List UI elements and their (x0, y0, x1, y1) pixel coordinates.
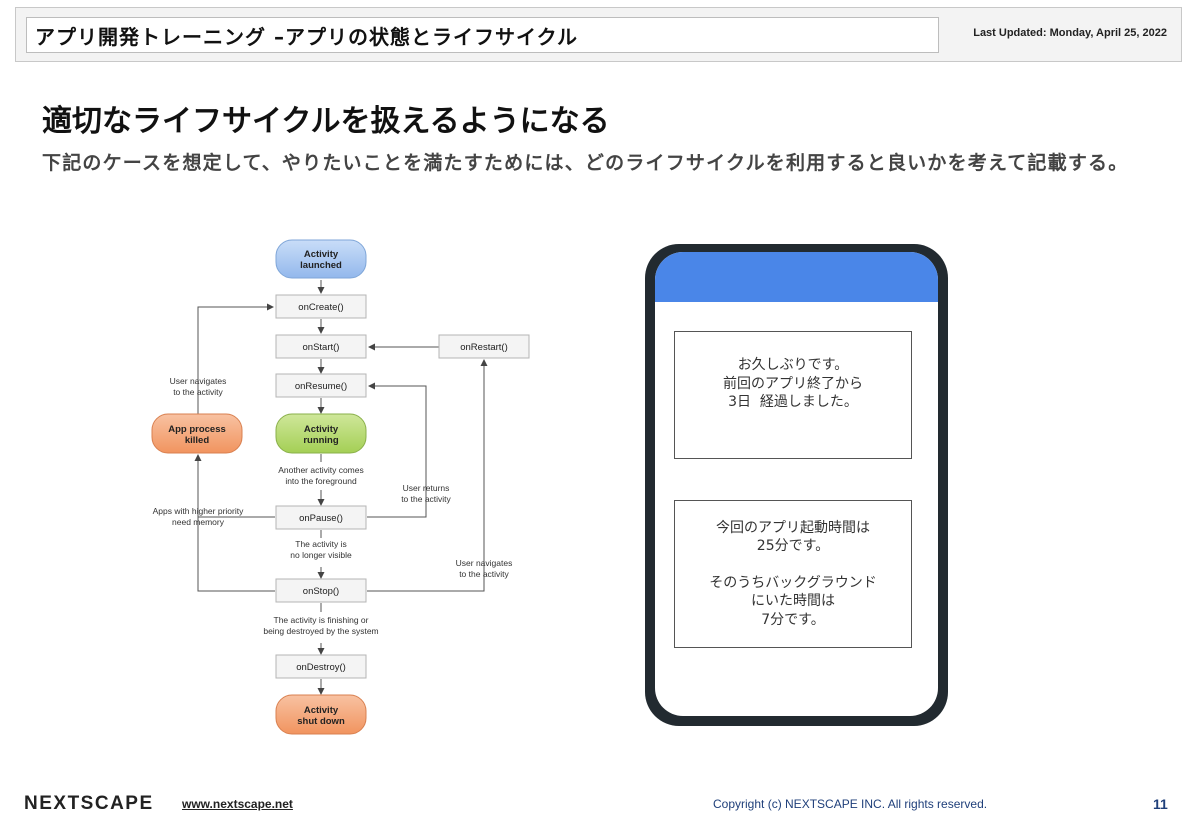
on-destroy-label: onDestroy() (296, 662, 346, 673)
transition-label: User returns (403, 483, 450, 493)
slide-subtitle: 下記のケースを想定して、やりたいことを満たすためには、どのライフサイクルを利用す… (42, 152, 1129, 174)
transition-label: being destroyed by the system (263, 626, 378, 636)
on-stop-label: onStop() (303, 586, 339, 597)
transition-label: The activity is (295, 539, 347, 549)
transition-label: User navigates (456, 558, 513, 568)
transition-label: to the activity (401, 494, 451, 504)
copyright: Copyright (c) NEXTSCAPE INC. All rights … (713, 797, 988, 811)
message-line: お久しぶりです。 (737, 357, 849, 374)
transition-label: to the activity (173, 387, 223, 397)
on-create-box (275, 294, 367, 319)
transition-label: User navigates (170, 376, 227, 386)
message-line: 25分です。 (756, 538, 830, 555)
activity-shut-down-node (275, 694, 367, 735)
transition-label: Another activity comes (278, 465, 364, 475)
message-line: 3日 経過しました。 (728, 394, 858, 411)
header-title-box: アプリ開発トレーニング –アプリの状態とライフサイクル (26, 17, 939, 53)
on-pause-box (275, 505, 367, 530)
transition-label: into the foreground (285, 476, 357, 486)
page-number: 11 (1153, 796, 1168, 812)
transition-label: Apps with higher priority (153, 506, 244, 516)
on-restart-label: onRestart() (460, 342, 508, 353)
on-restart-box (438, 334, 530, 359)
slide-title: 適切なライフサイクルを扱えるようになる (42, 104, 610, 139)
activity-shut-down-label: shut down (297, 716, 345, 727)
message-line: そのうちバックグラウンド (709, 574, 877, 591)
last-updated: Last Updated: Monday, April 25, 2022 (973, 27, 1167, 39)
activity-launched-node (275, 239, 367, 279)
phone-app-bar (655, 252, 938, 302)
activity-running-node (275, 413, 367, 454)
header-title: アプリ開発トレーニング –アプリの状態とライフサイクル (35, 24, 578, 49)
activity-launched-label: launched (300, 260, 342, 271)
transition-label: The activity is finishing or (274, 615, 369, 625)
company-logo: NEXTSCAPE (24, 793, 154, 814)
on-resume-label: onResume() (295, 381, 347, 392)
transition-label: no longer visible (290, 550, 352, 560)
on-destroy-box (275, 654, 367, 679)
message-line: 前回のアプリ終了から (723, 375, 863, 392)
on-start-label: onStart() (303, 342, 340, 353)
activity-lifecycle-diagram: Activity launched Activity running Activ… (151, 239, 530, 735)
app-process-killed-label: App process (168, 424, 226, 435)
phone-mockup (645, 244, 948, 726)
message-box-elapsed: お久しぶりです。 前回のアプリ終了から 3日 経過しました。 (674, 331, 912, 459)
transition-label: need memory (172, 517, 225, 527)
on-start-box (275, 334, 367, 359)
activity-running-label: running (303, 435, 339, 446)
activity-launched-label: Activity (304, 249, 339, 260)
on-stop-box (275, 578, 367, 603)
transition-label: to the activity (459, 569, 509, 579)
activity-shut-down-label: Activity (304, 705, 339, 716)
app-process-killed-node (151, 413, 243, 454)
message-line: 7分です。 (761, 611, 825, 628)
message-line: にいた時間は (751, 593, 835, 610)
app-process-killed-label: killed (185, 435, 209, 446)
on-resume-box (275, 373, 367, 398)
website-link[interactable]: www.nextscape.net (182, 797, 293, 811)
on-create-label: onCreate() (298, 302, 343, 313)
message-line: 今回のアプリ起動時間は (716, 519, 870, 536)
message-box-usage-time: 今回のアプリ起動時間は 25分です。 そのうちバックグラウンド にいた時間は 7… (674, 500, 912, 648)
on-pause-label: onPause() (299, 513, 343, 524)
activity-running-label: Activity (304, 424, 339, 435)
